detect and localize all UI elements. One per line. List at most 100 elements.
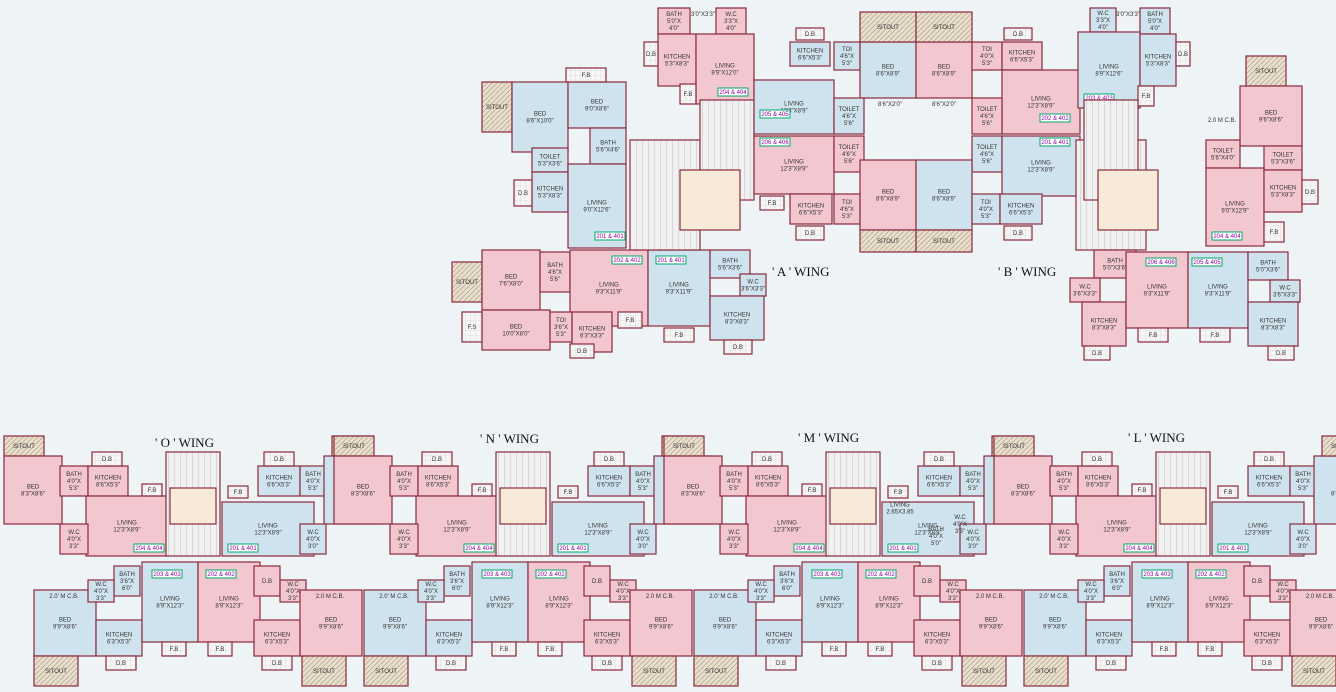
bed-room bbox=[481, 249, 541, 311]
flat-number-tag bbox=[594, 231, 626, 241]
stair-landing bbox=[1097, 169, 1159, 231]
flat-number-tag bbox=[655, 255, 687, 265]
dry-balcony bbox=[1253, 451, 1285, 467]
flower-bed bbox=[557, 485, 579, 499]
dry-balcony bbox=[1003, 225, 1033, 241]
bath-room bbox=[583, 565, 611, 597]
stair-landing bbox=[1159, 487, 1207, 525]
bath-room bbox=[709, 249, 751, 279]
bed-room bbox=[363, 589, 427, 657]
bath-room bbox=[719, 465, 749, 497]
wc-room bbox=[1049, 523, 1079, 555]
kitchen-room bbox=[425, 619, 473, 657]
toilet-room bbox=[833, 135, 865, 173]
kitchen-room bbox=[587, 465, 631, 497]
flower-bed bbox=[565, 67, 607, 83]
room-label-line: 3'0"X3'3" bbox=[1116, 12, 1140, 18]
dry-balcony bbox=[421, 451, 453, 467]
toilet-room bbox=[1263, 145, 1303, 171]
bath-room bbox=[959, 465, 987, 497]
sitout bbox=[33, 655, 79, 687]
dry-balcony bbox=[1081, 451, 1113, 467]
flower-bed bbox=[663, 327, 695, 343]
toilet-room bbox=[971, 135, 1003, 173]
dry-balcony bbox=[795, 27, 825, 41]
dry-balcony bbox=[1251, 655, 1283, 671]
bed-room bbox=[3, 455, 63, 525]
flower-bed bbox=[1137, 85, 1155, 107]
dry-balcony bbox=[765, 655, 797, 671]
bed-room bbox=[915, 159, 973, 231]
bath-room bbox=[299, 465, 327, 497]
bed-room bbox=[333, 455, 393, 525]
kitchen-room bbox=[789, 41, 831, 67]
wc-room bbox=[629, 523, 657, 555]
wc-room bbox=[59, 523, 89, 555]
sitout bbox=[481, 81, 513, 133]
bed-room bbox=[1239, 85, 1303, 147]
dry-balcony bbox=[1301, 179, 1319, 205]
flat-number-tag bbox=[133, 543, 165, 553]
bed-room bbox=[299, 589, 363, 657]
flower-bed bbox=[1263, 221, 1285, 243]
bed-room bbox=[511, 81, 569, 153]
kitchen-room bbox=[1263, 169, 1303, 213]
kitchen-room bbox=[1001, 41, 1043, 71]
sitout bbox=[363, 655, 409, 687]
bed-room bbox=[993, 455, 1053, 525]
dim-label: 3'0"X3'3" bbox=[1116, 12, 1140, 18]
dry-balcony bbox=[91, 451, 123, 467]
kitchen-room bbox=[1081, 301, 1127, 347]
kitchen-room bbox=[1077, 465, 1119, 497]
flat-number-tag bbox=[557, 543, 589, 553]
bath-room bbox=[1243, 565, 1271, 597]
kitchen-room bbox=[95, 619, 143, 657]
flat-number-tag bbox=[811, 569, 843, 579]
flat-number-tag bbox=[1195, 569, 1227, 579]
dry-balcony bbox=[643, 41, 659, 67]
stair-landing bbox=[499, 487, 547, 525]
toilet-room bbox=[1205, 139, 1241, 169]
bed-room bbox=[1313, 455, 1336, 525]
kitchen-room bbox=[417, 465, 459, 497]
flat-number-tag bbox=[481, 569, 513, 579]
flat-number-tag bbox=[1039, 137, 1071, 147]
room-label-line: 8'6"X2'0" bbox=[878, 102, 902, 108]
dry-balcony bbox=[1095, 655, 1127, 671]
kitchen-room bbox=[1139, 33, 1177, 87]
bed-room bbox=[959, 589, 1023, 657]
flower-bed bbox=[617, 311, 643, 329]
sitout bbox=[1023, 655, 1069, 687]
wc-room bbox=[715, 7, 747, 35]
bath-room bbox=[1103, 565, 1131, 597]
flat-number-tag bbox=[1145, 257, 1177, 267]
wc-room bbox=[747, 579, 775, 603]
bath-room bbox=[59, 465, 89, 497]
wc-room bbox=[1077, 579, 1105, 603]
dry-balcony bbox=[795, 225, 825, 241]
toilet-room bbox=[531, 147, 569, 173]
bath-room bbox=[657, 7, 691, 35]
flat-number-tag bbox=[1123, 543, 1155, 553]
sitout bbox=[333, 435, 375, 457]
flower-bed bbox=[1217, 485, 1239, 499]
flower-bed bbox=[471, 483, 493, 497]
dry-balcony bbox=[1083, 345, 1111, 361]
wc-room bbox=[1069, 277, 1101, 303]
stair-landing bbox=[829, 487, 877, 525]
dry-balcony bbox=[263, 451, 295, 467]
dry-balcony bbox=[261, 655, 293, 671]
dry-balcony bbox=[435, 655, 467, 671]
kitchen-room bbox=[747, 465, 789, 497]
dry-balcony bbox=[1175, 41, 1191, 67]
flat-number-tag bbox=[535, 569, 567, 579]
flower-bed bbox=[537, 641, 563, 657]
flower-bed bbox=[679, 83, 697, 105]
flat-number-tag bbox=[717, 87, 749, 97]
flower-bed bbox=[1151, 641, 1177, 657]
flat-number-tag bbox=[1141, 569, 1173, 579]
sitout bbox=[301, 655, 347, 687]
dry-balcony bbox=[1267, 345, 1295, 361]
flower-bed bbox=[461, 311, 483, 343]
bed-room bbox=[693, 589, 757, 657]
